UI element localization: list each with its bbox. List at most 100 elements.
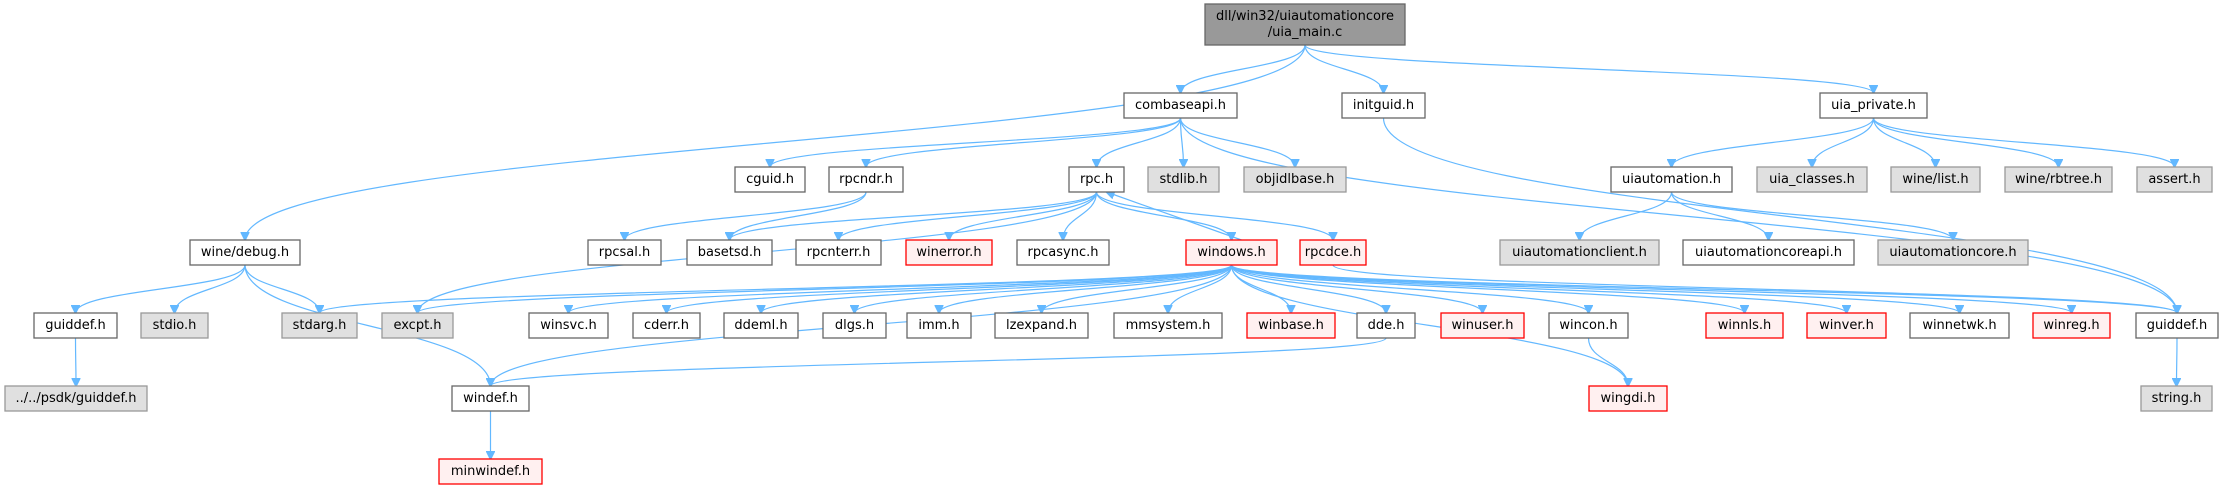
node-winuser[interactable]: winuser.h: [1440, 312, 1525, 339]
node-box-stdarg[interactable]: [281, 312, 358, 339]
node-guiddef_l[interactable]: guiddef.h: [33, 312, 118, 339]
node-stdarg[interactable]: stdarg.h: [281, 312, 358, 339]
node-rpcndr[interactable]: rpcndr.h: [828, 166, 904, 193]
node-box-guiddef_l[interactable]: [33, 312, 118, 339]
node-box-minwindef[interactable]: [438, 458, 543, 485]
node-box-cderr[interactable]: [632, 312, 701, 339]
node-stdio[interactable]: stdio.h: [140, 312, 209, 339]
node-box-imm[interactable]: [906, 312, 972, 339]
node-winver[interactable]: winver.h: [1806, 312, 1887, 339]
node-rpcasync[interactable]: rpcasync.h: [1016, 239, 1110, 266]
node-box-uia_classes[interactable]: [1756, 166, 1868, 193]
node-box-uiautomationclient[interactable]: [1499, 239, 1660, 266]
node-lzexpand[interactable]: lzexpand.h: [994, 312, 1089, 339]
node-stdlib[interactable]: stdlib.h: [1147, 166, 1220, 193]
node-box-cguid[interactable]: [734, 166, 806, 193]
node-rpc[interactable]: rpc.h: [1068, 166, 1125, 193]
node-box-winnetwk[interactable]: [1909, 312, 2010, 339]
node-box-winreg[interactable]: [2032, 312, 2111, 339]
node-box-winver[interactable]: [1806, 312, 1887, 339]
node-uiautomationclient[interactable]: uiautomationclient.h: [1499, 239, 1660, 266]
node-wincon[interactable]: wincon.h: [1548, 312, 1629, 339]
node-box-guiddef_r[interactable]: [2135, 312, 2219, 339]
node-box-excpt[interactable]: [381, 312, 454, 339]
node-box-winerror[interactable]: [905, 239, 993, 266]
node-uia_private[interactable]: uia_private.h: [1819, 92, 1928, 119]
node-windef[interactable]: windef.h: [451, 385, 530, 412]
node-uia_classes[interactable]: uia_classes.h: [1756, 166, 1868, 193]
node-assert[interactable]: assert.h: [2136, 166, 2213, 193]
node-cguid[interactable]: cguid.h: [734, 166, 806, 193]
node-dlgs[interactable]: dlgs.h: [822, 312, 887, 339]
node-box-winerbtree[interactable]: [2004, 166, 2113, 193]
node-imm[interactable]: imm.h: [906, 312, 972, 339]
node-combaseapi[interactable]: combaseapi.h: [1123, 92, 1238, 119]
node-box-uia_private[interactable]: [1819, 92, 1928, 119]
node-box-rpcdce[interactable]: [1299, 239, 1367, 266]
node-box-rpcnterr[interactable]: [795, 239, 882, 266]
node-ddeml[interactable]: ddeml.h: [723, 312, 799, 339]
node-rpcdce[interactable]: rpcdce.h: [1299, 239, 1367, 266]
node-box-wincon[interactable]: [1548, 312, 1629, 339]
node-rpcsal[interactable]: rpcsal.h: [587, 239, 662, 266]
node-guiddef_r[interactable]: guiddef.h: [2135, 312, 2219, 339]
node-box-uiautomation[interactable]: [1610, 166, 1733, 193]
node-box-rpcndr[interactable]: [828, 166, 904, 193]
node-excpt[interactable]: excpt.h: [381, 312, 454, 339]
node-winerbtree[interactable]: wine/rbtree.h: [2004, 166, 2113, 193]
node-winerror[interactable]: winerror.h: [905, 239, 993, 266]
node-box-mmsystem[interactable]: [1113, 312, 1223, 339]
node-winnetwk[interactable]: winnetwk.h: [1909, 312, 2010, 339]
node-box-winedebug[interactable]: [189, 239, 301, 266]
node-box-winbase[interactable]: [1246, 312, 1336, 339]
node-winedebug[interactable]: wine/debug.h: [189, 239, 301, 266]
node-objidlbase[interactable]: objidlbase.h: [1243, 166, 1347, 193]
node-box-windows[interactable]: [1185, 239, 1278, 266]
node-box-dde[interactable]: [1356, 312, 1416, 339]
node-box-assert[interactable]: [2136, 166, 2213, 193]
node-box-winsvc[interactable]: [528, 312, 609, 339]
node-uiautomationcore[interactable]: uiautomationcore.h: [1877, 239, 2029, 266]
node-box-objidlbase[interactable]: [1243, 166, 1347, 193]
node-wingdi[interactable]: wingdi.h: [1588, 385, 1668, 412]
node-root[interactable]: dll/win32/uiautomationcore/uia_main.c: [1204, 3, 1406, 46]
node-box-wingdi[interactable]: [1588, 385, 1668, 412]
node-box-dlgs[interactable]: [822, 312, 887, 339]
node-winelist[interactable]: wine/list.h: [1890, 166, 1981, 193]
node-box-combaseapi[interactable]: [1123, 92, 1238, 119]
node-box-lzexpand[interactable]: [994, 312, 1089, 339]
node-box-rpc[interactable]: [1068, 166, 1125, 193]
node-box-winelist[interactable]: [1890, 166, 1981, 193]
node-uiautomation[interactable]: uiautomation.h: [1610, 166, 1733, 193]
node-box-string[interactable]: [2140, 385, 2213, 412]
node-box-ddeml[interactable]: [723, 312, 799, 339]
node-box-basetsd[interactable]: [686, 239, 773, 266]
node-minwindef[interactable]: minwindef.h: [438, 458, 543, 485]
node-rpcnterr[interactable]: rpcnterr.h: [795, 239, 882, 266]
node-box-rpcasync[interactable]: [1016, 239, 1110, 266]
node-basetsd[interactable]: basetsd.h: [686, 239, 773, 266]
node-string[interactable]: string.h: [2140, 385, 2213, 412]
node-box-uiautomationcore[interactable]: [1877, 239, 2029, 266]
node-box-psdk_guiddef[interactable]: [4, 385, 148, 412]
node-winsvc[interactable]: winsvc.h: [528, 312, 609, 339]
node-box-winnls[interactable]: [1705, 312, 1784, 339]
node-initguid[interactable]: initguid.h: [1341, 92, 1426, 119]
node-box-stdlib[interactable]: [1147, 166, 1220, 193]
node-box-initguid[interactable]: [1341, 92, 1426, 119]
node-box-uiautomationcoreapi[interactable]: [1682, 239, 1855, 266]
node-mmsystem[interactable]: mmsystem.h: [1113, 312, 1223, 339]
node-box-rpcsal[interactable]: [587, 239, 662, 266]
node-box-winuser[interactable]: [1440, 312, 1525, 339]
node-uiautomationcoreapi[interactable]: uiautomationcoreapi.h: [1682, 239, 1855, 266]
node-windows[interactable]: windows.h: [1185, 239, 1278, 266]
node-box-windef[interactable]: [451, 385, 530, 412]
node-winnls[interactable]: winnls.h: [1705, 312, 1784, 339]
node-box-root[interactable]: [1204, 3, 1406, 46]
node-dde[interactable]: dde.h: [1356, 312, 1416, 339]
node-cderr[interactable]: cderr.h: [632, 312, 701, 339]
node-winreg[interactable]: winreg.h: [2032, 312, 2111, 339]
node-winbase[interactable]: winbase.h: [1246, 312, 1336, 339]
node-psdk_guiddef[interactable]: ../../psdk/guiddef.h: [4, 385, 148, 412]
node-box-stdio[interactable]: [140, 312, 209, 339]
